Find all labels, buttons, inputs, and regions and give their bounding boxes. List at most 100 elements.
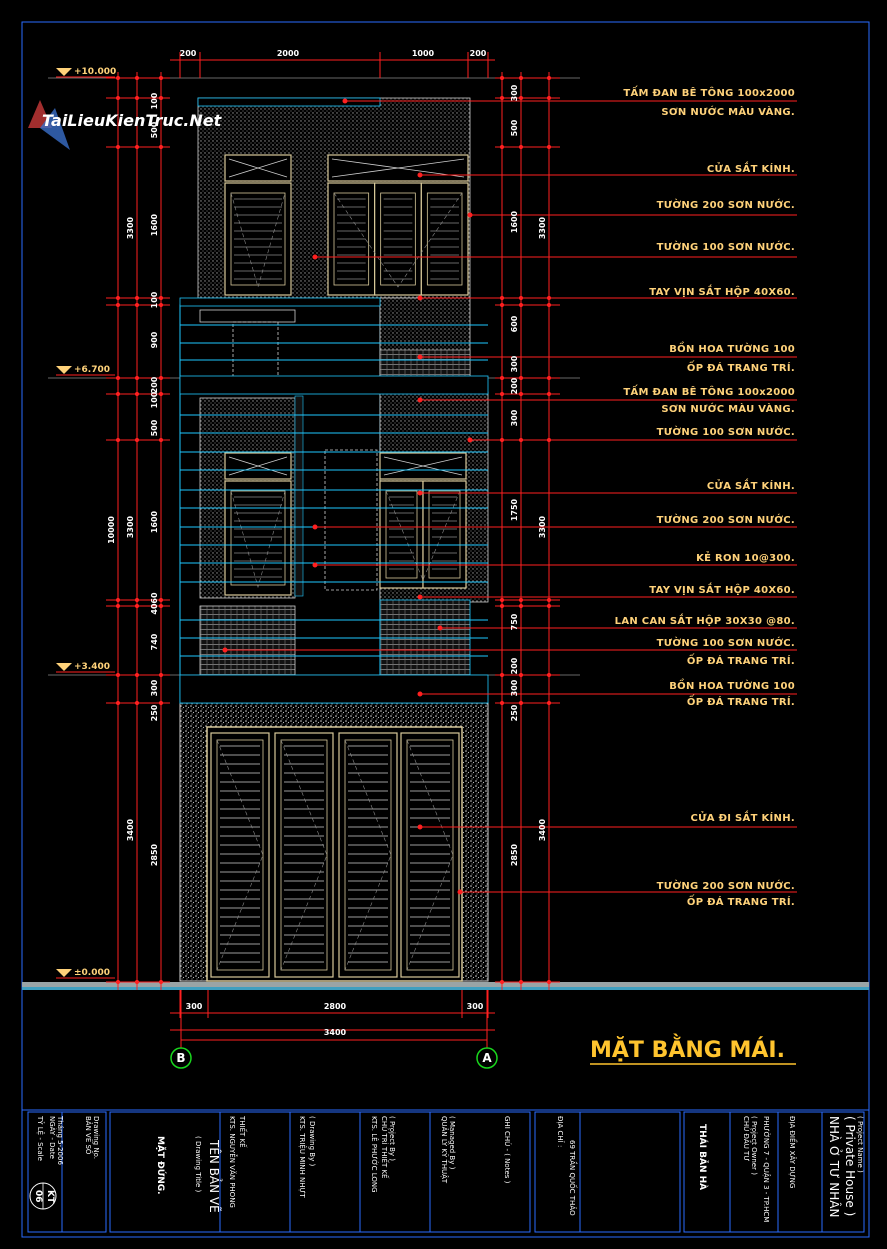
door-leaf [400, 732, 460, 978]
note-leader-dot [312, 524, 318, 530]
dim-left-inner: 250 [150, 704, 159, 721]
door-leaf-inner [344, 739, 392, 971]
level-label: +10.000 [74, 67, 116, 77]
tb-architect-3: KTS. LÊ PHƯỚC LONG [370, 1116, 379, 1193]
dim-top-value: 200 [470, 49, 487, 58]
window-leaf-inner [426, 192, 463, 286]
watermark-text: TaiLieuKienTruc.Net [42, 111, 223, 130]
tb-notes-label: GHI CHÚ - ( Notes ) [503, 1116, 512, 1184]
dim-right-inner: 1750 [510, 498, 519, 521]
window-leaf [224, 480, 292, 596]
axis-a-label: A [482, 1051, 492, 1065]
transom-cross [331, 167, 465, 178]
tb-sheet-number: 06 [33, 1190, 43, 1203]
ground-line [22, 982, 869, 987]
level-triangle [56, 663, 72, 671]
tb-project-en: ( Private House ) [843, 1116, 857, 1216]
level-label: +3.400 [74, 662, 110, 672]
note-text: KẺ RON 10@300. [696, 550, 795, 564]
note-text: SƠN NƯỚC MÀU VÀNG. [661, 402, 795, 415]
level-label: +6.700 [74, 365, 110, 375]
dim-right-floor: 3300 [538, 216, 547, 239]
window-leaf [422, 480, 467, 589]
window-second-left [224, 452, 292, 596]
dim-right-inner: 750 [510, 613, 519, 630]
tb-title-label-en: ( Drawing Title ) [194, 1136, 202, 1193]
dim-left-inner: 300 [150, 679, 159, 696]
note-leader-dot [417, 397, 423, 403]
level-triangle [56, 366, 72, 374]
dim-bottom-total: 3400 [324, 1028, 347, 1037]
door-leaf [338, 732, 398, 978]
note-text: TƯỜNG 200 SƠN NƯỚC. [657, 879, 795, 892]
dim-right-inner: 300 [510, 409, 519, 426]
tb-project-label: ( Project Name ) [856, 1116, 864, 1173]
dim-left-inner: 60 [150, 592, 159, 604]
window-hidden-outline [324, 449, 378, 591]
dim-top-value: 200 [180, 49, 197, 58]
note-text: TẤM ĐAN BÊ TÔNG 100x2000 [623, 84, 795, 99]
note-leader-dot [417, 354, 423, 360]
note-text: TAY VỊN SẮT HỘP 40X60. [649, 581, 795, 596]
tb-title-label: TÊN BẢN VẼ [207, 1139, 223, 1213]
ground-base [22, 987, 869, 990]
railings [180, 324, 488, 657]
window-leaf-inner [385, 490, 418, 579]
window-upper-right [327, 154, 469, 296]
note-leader-dot [467, 212, 473, 218]
tb-drawing-name: MẶT ĐỨNG. [155, 1136, 167, 1195]
dim-left-inner: 1600 [150, 510, 159, 533]
window-second-right [379, 452, 467, 589]
level-triangle [56, 68, 72, 76]
note-text: ỐP ĐÁ TRANG TRÍ. [687, 893, 795, 908]
note-text: TẤM ĐAN BÊ TÔNG 100x2000 [623, 383, 795, 398]
dim-left-inner: 900 [150, 331, 159, 348]
tb-location: PHƯỜNG 7 - QUẬN 3 - TP.HCM [762, 1116, 771, 1222]
door-swing-line [280, 739, 328, 971]
window-upper-left [224, 154, 292, 296]
door-leaf [210, 732, 270, 978]
tb-address-label: ĐỊA CHỈ : [556, 1116, 565, 1147]
window-leaf-inner [333, 192, 370, 286]
note-text: CỬA SẮT KÍNH. [707, 160, 795, 175]
note-leader-dot [342, 98, 348, 104]
tb-date-label: NGÀY - Date [48, 1116, 57, 1159]
dim-bottom-value: 300 [186, 1002, 203, 1011]
note-leader-dot [222, 647, 228, 653]
dim-right-inner: 2850 [510, 843, 519, 866]
note-text: TƯỜNG 100 SƠN NƯỚC. [657, 636, 795, 649]
dim-right-inner: 600 [510, 315, 519, 332]
note-text: SƠN NƯỚC MÀU VÀNG. [661, 105, 795, 118]
dim-top-value: 1000 [412, 49, 435, 58]
note-text: LAN CAN SẮT HỘP 30X30 @80. [615, 612, 795, 627]
note-leader-dot [417, 594, 423, 600]
dim-right-inner: 1600 [510, 210, 519, 233]
dim-right-inner: 250 [510, 704, 519, 721]
tb-owner-label-en: ( Project Owner ) [750, 1116, 758, 1175]
window-leaf [379, 480, 424, 589]
dim-left-floor: 3400 [126, 818, 135, 841]
tb-project: NHÀ Ở TƯ NHÂN [827, 1116, 843, 1217]
note-leader-dot [417, 295, 423, 301]
tb-address-value: 69 TRẦN QUỐC THẢO [568, 1140, 578, 1216]
windows [224, 154, 469, 596]
note-leader-dot [417, 490, 423, 496]
door-leaf-inner [406, 739, 454, 971]
dim-bottom-value: 300 [467, 1002, 484, 1011]
tb-sheet-code: KT [45, 1190, 55, 1204]
note-leader-dot [312, 562, 318, 568]
note-text: TAY VỊN SẮT HỘP 40X60. [649, 283, 795, 298]
dim-left-inner: 1600 [150, 213, 159, 236]
title-block [21, 1109, 870, 1238]
dim-left-inner: 100 [150, 291, 159, 308]
dim-left-inner: 740 [150, 633, 159, 650]
drawing-title: MẶT BẰNG MÁI. [590, 1034, 785, 1063]
door-swing-line [406, 739, 454, 971]
tb-location-label: ĐỊA ĐIỂM XÂY DỰNG [788, 1116, 798, 1188]
note-text: BỒN HOA TƯỜNG 100 [669, 677, 795, 692]
tb-architect-1-role: THIẾT KẾ [238, 1115, 248, 1148]
